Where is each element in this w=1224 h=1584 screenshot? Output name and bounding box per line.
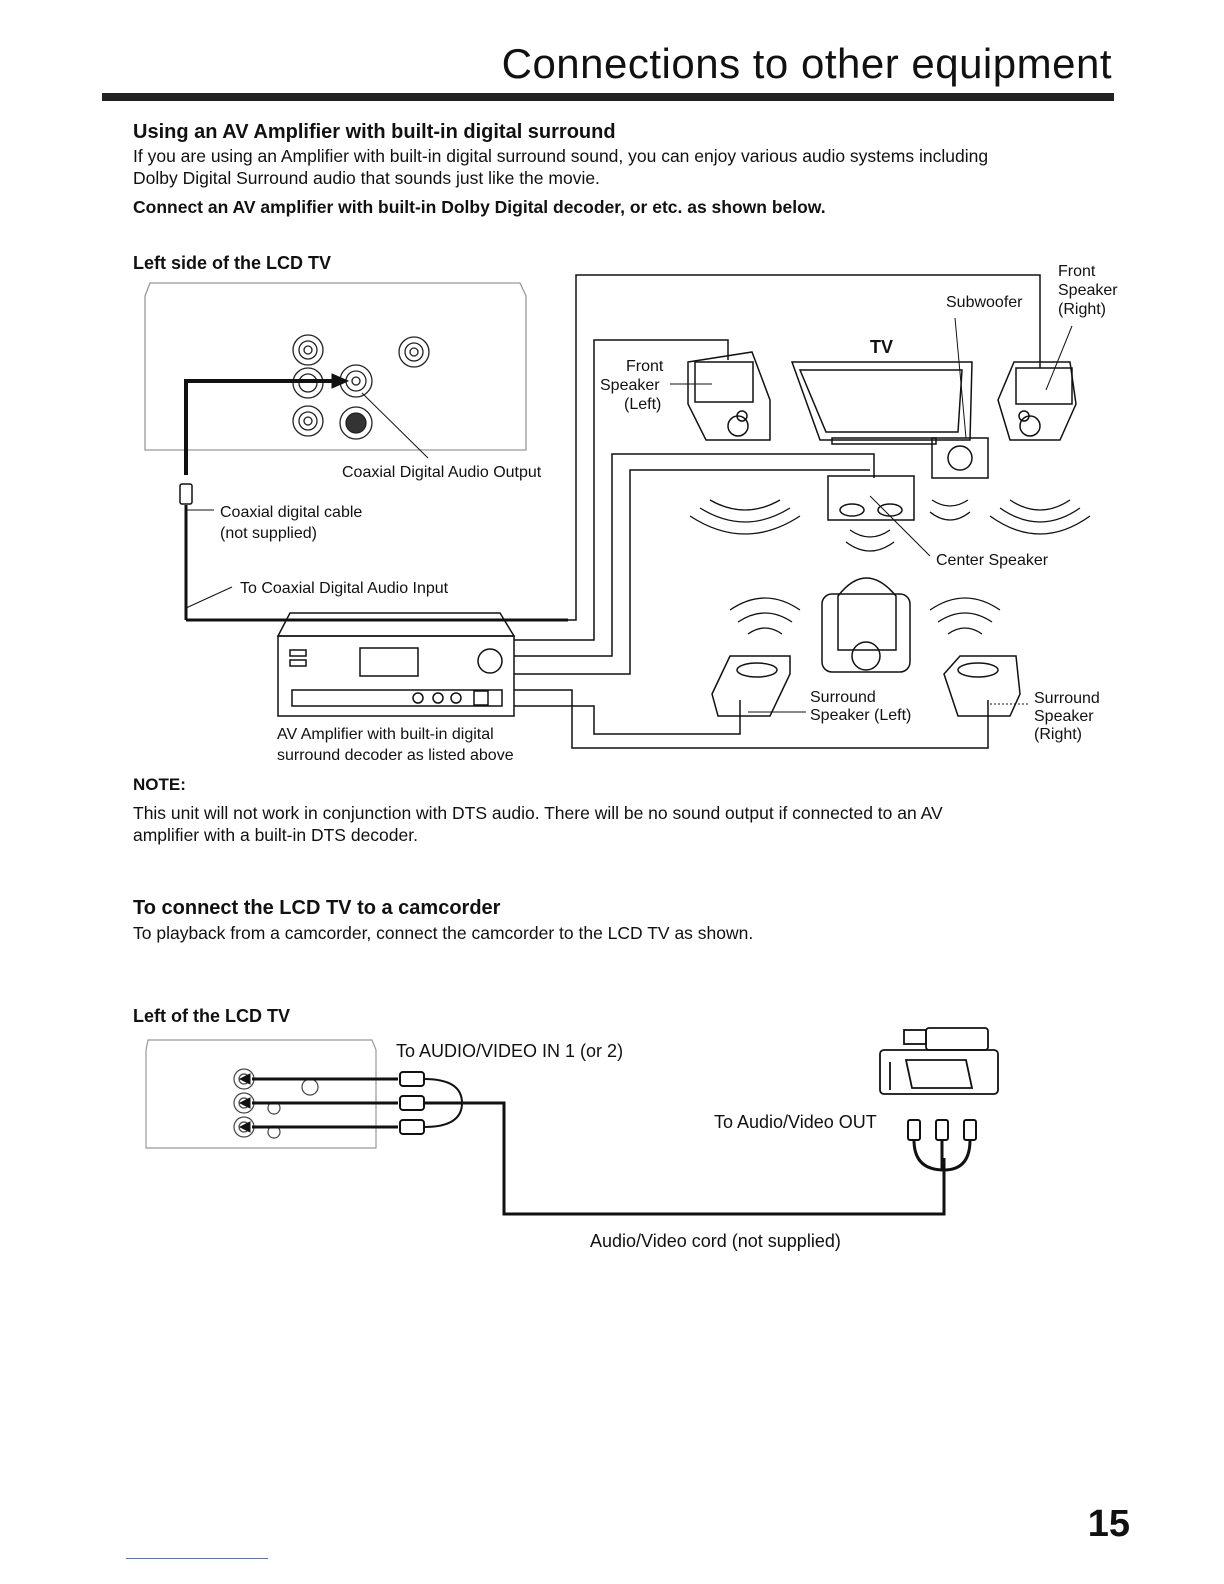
label-front-right-1: Front: [1058, 263, 1096, 280]
front-left-speaker: [687, 351, 771, 441]
label-surround-left-2: Speaker (Left): [810, 707, 912, 724]
page-title: Connections to other equipment: [501, 40, 1112, 87]
label-amp-1: AV Amplifier with built-in digital: [277, 726, 494, 743]
label-surround-right-2: Speaker: [1034, 708, 1094, 725]
label-subwoofer: Subwoofer: [946, 294, 1023, 311]
sound-waves: [689, 499, 1091, 635]
section1-body-line1: If you are using an Amplifier with built…: [133, 146, 989, 166]
section-heading-camcorder: To connect the LCD TV to a camcorder: [133, 897, 501, 919]
page-number: 15: [1087, 1503, 1130, 1545]
section-heading-av-amplifier: Using an AV Amplifier with built-in digi…: [133, 121, 616, 143]
front-right-speaker: [997, 361, 1077, 441]
label-tv: TV: [870, 337, 894, 357]
label-front-left-1: Front: [626, 358, 664, 375]
label-front-left-2: Speaker: [600, 377, 660, 394]
label-surround-right-1: Surround: [1034, 690, 1100, 707]
surround-right-speaker: [943, 655, 1030, 717]
note-line2: amplifier with a built-in DTS decoder.: [133, 825, 418, 845]
subwoofer: [931, 317, 989, 479]
av-amplifier: [276, 612, 516, 717]
label-center-speaker: Center Speaker: [936, 552, 1049, 569]
title-rule: [102, 93, 1114, 101]
tv-set: [790, 361, 973, 445]
leader-lines: [670, 325, 1073, 391]
label-front-left-3: (Left): [624, 396, 662, 413]
diagram1-left-side-label: Left side of the LCD TV: [133, 253, 331, 273]
surround-left-speaker: [711, 655, 806, 717]
listener: [821, 577, 911, 673]
label-amp-2: surround decoder as listed above: [277, 747, 514, 764]
label-coaxial-output: Coaxial Digital Audio Output: [342, 464, 542, 481]
label-surround-right-3: (Right): [1034, 726, 1083, 743]
label-coaxial-input: To Coaxial Digital Audio Input: [240, 580, 449, 597]
label-front-right-2: Speaker: [1058, 282, 1118, 299]
section1-instruction: Connect an AV amplifier with built-in Do…: [133, 197, 826, 217]
av-cord: [238, 1071, 977, 1216]
label-av-out: To Audio/Video OUT: [714, 1112, 877, 1132]
label-coaxial-cable-note: (not supplied): [220, 525, 317, 542]
label-av-in: To AUDIO/VIDEO IN 1 (or 2): [396, 1041, 624, 1061]
label-front-right-3: (Right): [1058, 301, 1107, 318]
diagram2-left-label: Left of the LCD TV: [133, 1006, 290, 1026]
label-av-cord: Audio/Video cord (not supplied): [590, 1231, 841, 1251]
label-coaxial-cable: Coaxial digital cable: [220, 504, 363, 521]
coaxial-cable: [179, 373, 568, 622]
section2-body: To playback from a camcorder, connect th…: [133, 923, 754, 943]
camcorder: [879, 1027, 999, 1095]
section1-body-line2: Dolby Digital Surround audio that sounds…: [133, 168, 600, 188]
tv-side-panel: [144, 282, 527, 451]
label-surround-left-1: Surround: [810, 689, 876, 706]
note-heading: NOTE:: [133, 775, 186, 794]
note-line1: This unit will not work in conjunction w…: [133, 803, 943, 823]
footer-line: [126, 1558, 268, 1559]
center-speaker: [827, 475, 931, 557]
speaker-wiring: [514, 274, 1041, 749]
tv-left-panel-2: [145, 1039, 377, 1149]
